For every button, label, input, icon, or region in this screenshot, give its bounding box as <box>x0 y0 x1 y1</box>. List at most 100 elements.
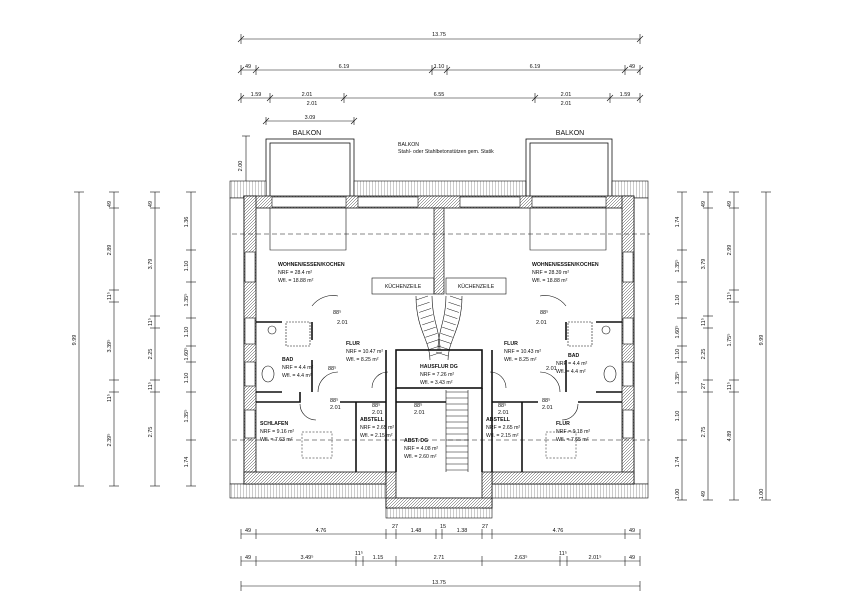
dim-right-b-5: 49 <box>701 201 707 207</box>
kitchen-label-right: KÜCHENZEILE <box>458 283 495 290</box>
room-name: BAD <box>282 357 293 363</box>
dim-right-total: 9.99 <box>759 335 765 346</box>
right-dimension-lines <box>677 191 771 501</box>
room-bad-right: BAD NRF = 4.4 m² Wfl. = 4.4 m² <box>556 353 588 375</box>
kitchen-counters <box>269 208 607 295</box>
balkon-label-left: BALKON <box>293 130 321 137</box>
dim-bottom2-5: 2.63⁵ <box>515 554 528 561</box>
dim-bottom2-8: 49 <box>629 555 635 561</box>
balcony-right <box>525 138 613 198</box>
stair-tread <box>442 326 455 332</box>
dim-right-d-2: 1.00 <box>759 489 765 500</box>
dim-bottom2-4: 2.71 <box>434 555 445 561</box>
stair-tread <box>443 320 456 326</box>
room-name: WOHNEN/ESSEN/KOCHEN <box>532 262 599 268</box>
top-dimension-chain-2 <box>237 65 644 75</box>
balcony-left <box>265 138 355 204</box>
dim-top3-sub-left: 2.01 <box>307 101 318 107</box>
dim-bottom2-6: 11⁵ <box>559 550 567 557</box>
room-wfl: Wfl. = 7.63 m² <box>260 437 293 443</box>
dim-top3-1: 2.01 <box>302 92 313 98</box>
door-tag: 88⁵ <box>328 365 336 372</box>
top-windows <box>271 196 607 208</box>
dim-right-c-0: 4.89 <box>727 431 733 442</box>
room-nrf: NRF = 9.16 m² <box>260 429 294 435</box>
dim-left-b-5: 49 <box>148 201 154 207</box>
stair-treads-spiral <box>415 295 463 357</box>
dim-top2-3: 6.19 <box>530 64 541 70</box>
dim-left-b-2: 2.25 <box>148 349 154 360</box>
dim-right-b-1: 27 <box>701 383 707 389</box>
stair-tread <box>419 308 432 313</box>
bottom-dimension-chain-total <box>240 581 641 591</box>
dim-top3-2: 6.55 <box>434 92 445 98</box>
room-hausflur: HAUSFLUR DG NRF = 7.26 m² Wfl. = 3.43 m² <box>420 364 458 386</box>
dim-right-b-2: 2.25 <box>701 349 707 360</box>
door-tag: 2.01 <box>414 410 425 416</box>
dim-right-c-4: 2.99 <box>727 245 733 256</box>
room-name: WOHNEN/ESSEN/KOCHEN <box>278 262 345 268</box>
room-name: FLUR <box>346 341 360 347</box>
stair-tread <box>446 308 459 313</box>
dim-bottom1-5: 1.38 <box>457 528 468 534</box>
room-name: SCHLAFEN <box>260 421 288 427</box>
door-tag: 88⁵ <box>330 397 338 404</box>
dim-left-a-3: 11⁵ <box>106 292 113 300</box>
stair-tread <box>426 339 439 344</box>
dim-bottom2-0: 49 <box>245 555 251 561</box>
top-dimension-chain-total <box>237 34 644 44</box>
dim-bottom1-2: 27 <box>392 524 398 530</box>
dim-left-a-4: 2.89 <box>107 245 113 256</box>
dim-left-a-2: 3.39⁵ <box>106 340 113 353</box>
room-nrf: NRF = 2.65 m² <box>360 425 394 431</box>
stair-tread <box>435 351 449 357</box>
balkon-note-title: BALKON <box>398 142 419 148</box>
side-windows <box>244 251 634 439</box>
interior-walls <box>256 321 622 472</box>
dim-bottom2-1: 3.49⁵ <box>301 554 314 561</box>
room-nrf: NRF = 9.18 m² <box>556 429 590 435</box>
dim-right-b-3: 11⁵ <box>700 318 707 326</box>
door-tag: 88⁵ <box>498 402 506 409</box>
dim-left-b-1: 11⁵ <box>147 382 154 390</box>
room-nrf: NRF = 7.26 m² <box>420 372 454 378</box>
door-tag: 2.01 <box>372 410 383 416</box>
dim-left-b-3: 11⁵ <box>147 318 154 326</box>
bathroom-fixtures-right <box>567 321 617 383</box>
room-nrf: NRF = 4.4 m² <box>556 361 588 367</box>
roof-eaves-right <box>633 197 649 485</box>
room-nrf: NRF = 2.65 m² <box>486 425 520 431</box>
dim-right-a-1: 1.35⁵ <box>674 260 681 273</box>
door-swings <box>299 295 579 421</box>
door-tag: 88⁵ <box>372 402 380 409</box>
dim-bottom2-2: 11⁵ <box>355 550 363 557</box>
room-wfl: Wfl. = 2.60 m² <box>404 454 437 460</box>
stair-tread <box>440 333 453 338</box>
top-dimension-chain-3 <box>237 93 644 103</box>
dim-right-a-3: 1.60⁵ <box>674 326 681 339</box>
dim-right-a-6: 1.10 <box>675 411 681 422</box>
dim-balcony-depth: 2.00 <box>238 161 244 172</box>
door-tag: 88⁵ <box>540 309 548 316</box>
dim-right-c-2: 1.75⁵ <box>726 334 733 347</box>
kitchen-label-left: KÜCHENZEILE <box>385 283 422 290</box>
bottom-dimension-chain-2 <box>240 556 641 566</box>
room-wfl: Wfl. = 4.4 m² <box>282 373 312 379</box>
stair-tread <box>428 345 441 351</box>
room-nrf: NRF = 28.4 m² <box>278 270 312 276</box>
stair-tread <box>425 333 438 338</box>
dim-left-c-2: 1.10 <box>184 373 190 384</box>
room-wohnen-left: WOHNEN/ESSEN/KOCHEN NRF = 28.4 m² Wfl. =… <box>278 262 345 284</box>
dim-right-a-0: 1.74 <box>675 217 681 228</box>
door-tag: 88⁵ <box>542 397 550 404</box>
dim-left-a-0: 2.39⁵ <box>106 434 113 447</box>
room-wfl: Wfl. = 2.15 m² <box>360 433 393 439</box>
dim-left-a-5: 49 <box>107 201 113 207</box>
bathroom-fixtures-left <box>261 321 311 383</box>
dim-right-b-0: 2.75 <box>701 427 707 438</box>
furniture-dashed <box>301 431 577 459</box>
door-tags: 88⁵ 2.01 88⁵ 2.01 88⁵ 2.01 88⁵ 2.01 88⁵ … <box>328 309 557 416</box>
door-tag: 88⁵ <box>333 309 341 316</box>
room-flur-right: FLUR NRF = 10.43 m² Wfl. = 8.25 m² <box>504 341 541 363</box>
dim-left-c-3: 1.60⁵ <box>183 348 190 361</box>
